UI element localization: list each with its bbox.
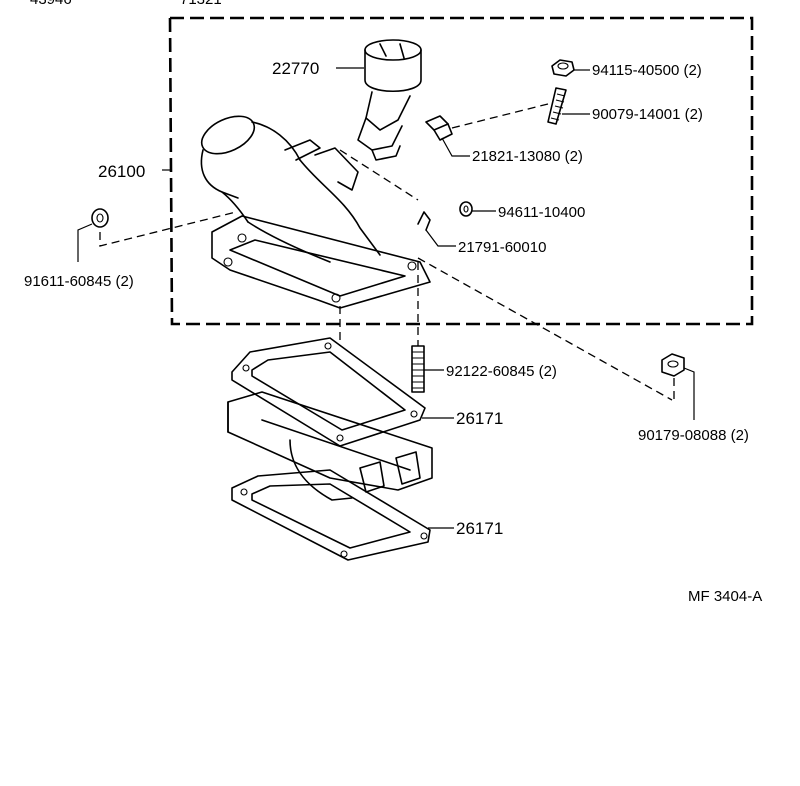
part-labels: 22770 26100 94115-40500 (2) 90079-14001 … <box>24 59 749 538</box>
clip-21791 <box>417 211 431 231</box>
nut-94115 <box>551 59 575 77</box>
valve-22770 <box>357 39 422 161</box>
housing-body <box>227 391 433 501</box>
washer-94611 <box>459 201 473 217</box>
figure-code: MF 3404-A <box>688 588 762 605</box>
stud-90079 <box>547 87 567 125</box>
label-21821-13080: 21821-13080 (2) <box>472 148 583 165</box>
label-26100: 26100 <box>98 162 145 181</box>
bolt-21821 <box>425 115 453 141</box>
label-26171-lower: 26171 <box>456 519 503 538</box>
top-fragment: 43946 71321 <box>30 0 222 8</box>
label-26171-upper: 26171 <box>456 409 503 428</box>
stud-92122 <box>411 345 425 393</box>
nut-90179 <box>661 353 685 377</box>
gasket-26171-upper <box>231 337 426 447</box>
label-91611-60845: 91611-60845 (2) <box>24 273 134 290</box>
label-90079-14001: 90079-14001 (2) <box>592 106 703 123</box>
label-94611-10400: 94611-10400 <box>498 204 585 221</box>
label-92122-60845: 92122-60845 (2) <box>446 363 557 380</box>
nut-91611 <box>91 208 109 228</box>
label-22770: 22770 <box>272 59 319 78</box>
label-94115-40500: 94115-40500 (2) <box>592 62 702 79</box>
top-fragment-right: 71321 <box>180 0 222 8</box>
label-90179-08088: 90179-08088 (2) <box>638 427 749 444</box>
label-21791-60010: 21791-60010 <box>458 239 546 256</box>
assembly-lines <box>99 103 675 401</box>
leader-lines <box>77 67 695 529</box>
gasket-26171-lower <box>231 469 431 561</box>
assembly-boundary-box <box>168 16 754 326</box>
top-fragment-left: 43946 <box>30 0 72 8</box>
